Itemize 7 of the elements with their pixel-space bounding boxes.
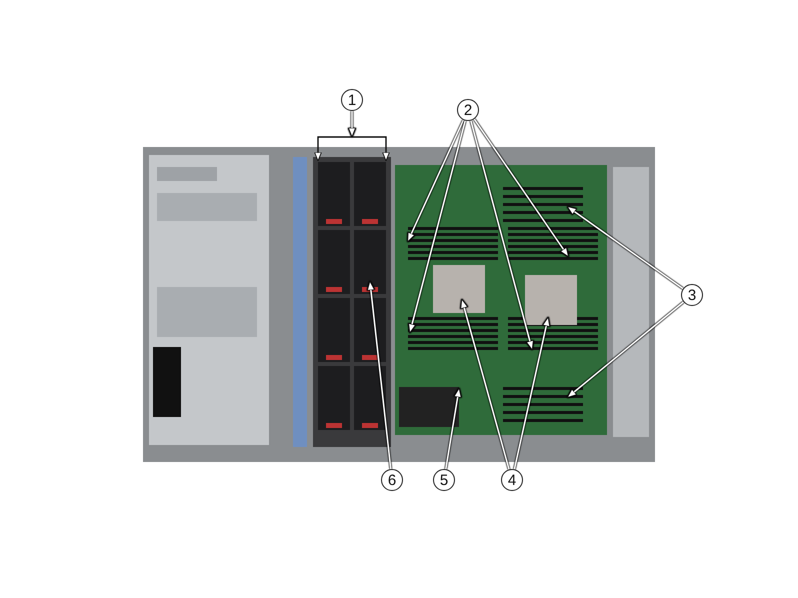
callout-number: 5 [433,469,455,491]
callout-number: 3 [681,284,703,306]
callout-number: 4 [501,469,523,491]
callout-number: 2 [457,99,479,121]
bracket [316,136,388,160]
callout-number: 6 [381,469,403,491]
callout-number: 1 [341,89,363,111]
